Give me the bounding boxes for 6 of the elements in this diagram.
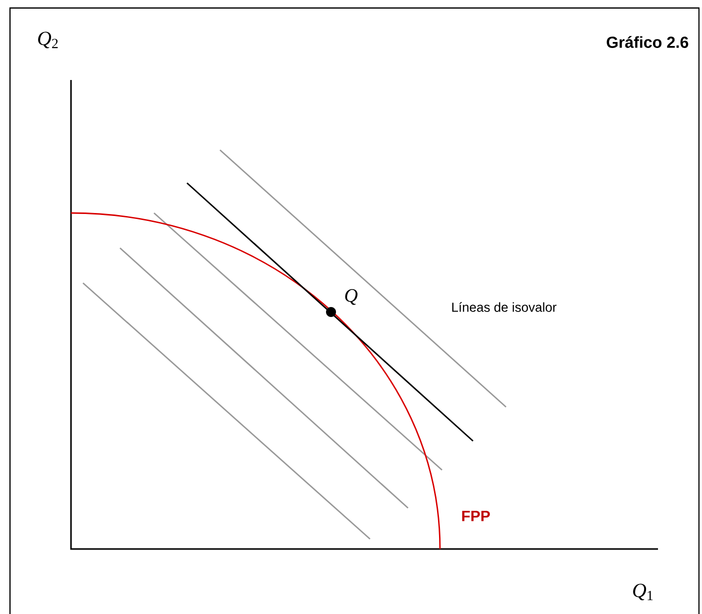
axis-label: Q$_{2}$ — [38, 32, 58, 48]
curve-label: FPP — [462, 510, 490, 522]
figure-title: Gráfico 2.6 — [606, 36, 688, 48]
axis-label: Q$_{1}$ — [633, 584, 653, 600]
point-label: Q — [345, 289, 358, 305]
curve-label: Líneas de isovalor — [452, 302, 556, 312]
